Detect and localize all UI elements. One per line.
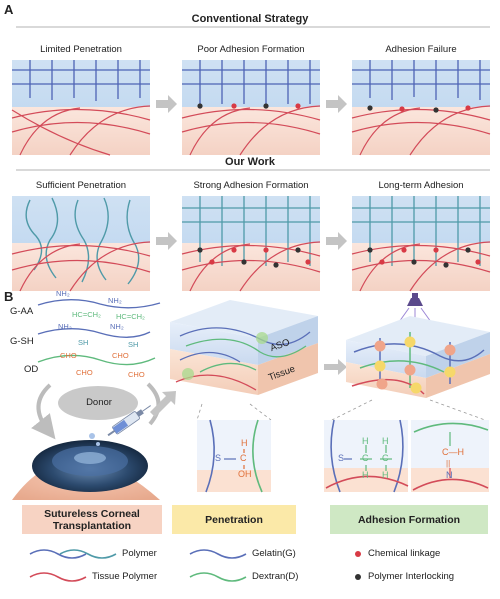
zoom-thioether: [324, 419, 409, 493]
transplant-caption-line1: Sutureless Corneal: [44, 507, 140, 520]
step-sufficient-penetration: Sufficient Penetration: [35, 180, 127, 191]
syringe-icon: [107, 405, 151, 437]
process-arrow: [150, 391, 176, 417]
eye-illustration: [12, 433, 160, 500]
step-adhesion-failure: Adhesion Failure: [385, 44, 457, 55]
gaa-vinyl-2: HC=CH₂: [116, 312, 145, 321]
gaa-vinyl-1: HC=CH₂: [72, 310, 101, 319]
legend-gelatin: Gelatin(G): [252, 548, 296, 559]
our-work-title: Our Work: [225, 156, 275, 168]
tile-long-term-adhesion: [351, 196, 491, 292]
od-cho-3: CHO: [76, 368, 93, 377]
donor-label: Donor: [86, 397, 112, 408]
legend-chemical-linkage: Chemical linkage: [368, 548, 441, 559]
chem-thio-s: S: [338, 453, 345, 463]
legend-interlock-dot: [355, 574, 361, 580]
transplant-caption: Sutureless Corneal Transplantation: [22, 505, 162, 534]
crosslinked-block: [346, 316, 490, 398]
penetration-caption: Penetration: [205, 513, 263, 526]
tile-poor-adhesion: [181, 60, 321, 156]
gsh-nh2-1: NH₂: [58, 322, 72, 331]
chem-pen-oh: OH: [238, 469, 252, 479]
chem-thio-h2: H: [382, 436, 389, 446]
aso-tissue-block: [170, 300, 318, 395]
tile-sufficient-penetration: [11, 196, 151, 292]
zoom-schiff-base: [411, 420, 489, 492]
chem-schiff-ch: C—H: [442, 447, 464, 457]
reagent-chains: [37, 299, 161, 366]
conventional-title: Conventional Strategy: [191, 13, 309, 25]
chem-thio-c2: C: [382, 453, 389, 463]
tile-adhesion-failure: [351, 60, 491, 156]
zoom-guides: [196, 399, 486, 421]
adhesion-box-bg: [330, 505, 488, 534]
step-arrows: [156, 95, 347, 250]
chem-pen-h: H: [241, 438, 248, 448]
label-gaa: G-AA: [10, 306, 34, 317]
penetration-box-bg: [172, 505, 296, 534]
gsh-sh-2: SH: [128, 340, 139, 349]
gsh-sh-1: SH: [78, 338, 89, 347]
label-gsh: G-SH: [10, 336, 34, 347]
chem-pen-s: S: [215, 453, 222, 463]
panel-a-letter: A: [4, 2, 14, 17]
chem-thio-h4: H: [382, 470, 389, 480]
zoom-penetration: [197, 419, 271, 493]
od-cho-2: CHO: [112, 351, 129, 360]
chem-thio-c1: C: [362, 453, 369, 463]
step-strong-adhesion: Strong Adhesion Formation: [193, 180, 309, 191]
crosslink-arrow: [324, 359, 347, 375]
legend-chemical-dot: [355, 551, 361, 557]
tile-limited-penetration: [11, 60, 151, 156]
legend-tissue-polymer: Tissue Polymer: [92, 571, 158, 582]
label-od: OD: [24, 364, 39, 375]
chem-schiff-n: N: [446, 470, 453, 480]
od-cho-1: CHO: [60, 351, 77, 360]
chem-pen-c: C: [240, 453, 247, 463]
step-poor-adhesion: Poor Adhesion Formation: [197, 44, 305, 55]
transplant-caption-line2: Transplantation: [52, 519, 132, 532]
od-cho-4: CHO: [128, 370, 145, 379]
chem-schiff-double: ||: [446, 459, 451, 468]
legend-dextran: Dextran(D): [252, 571, 299, 582]
legend-polymer-interlocking: Polymer Interlocking: [368, 571, 455, 582]
step-long-term-adhesion: Long-term Adhesion: [378, 180, 464, 191]
adhesion-caption: Adhesion Formation: [357, 513, 461, 526]
legend-glyphs: [29, 549, 247, 582]
panel-b-letter: B: [4, 289, 14, 304]
gaa-nh2-2: NH₂: [108, 296, 122, 305]
step-limited-penetration: Limited Penetration: [40, 44, 122, 55]
gaa-nh2-1: NH₂: [56, 289, 70, 298]
chem-thio-h1: H: [362, 436, 369, 446]
gsh-nh2-2: NH₂: [110, 322, 124, 331]
chem-thio-h3: H: [362, 470, 369, 480]
transplant-box-bg: [22, 505, 162, 534]
tile-strong-adhesion: [181, 196, 321, 292]
legend-polymer: Polymer: [122, 548, 157, 559]
